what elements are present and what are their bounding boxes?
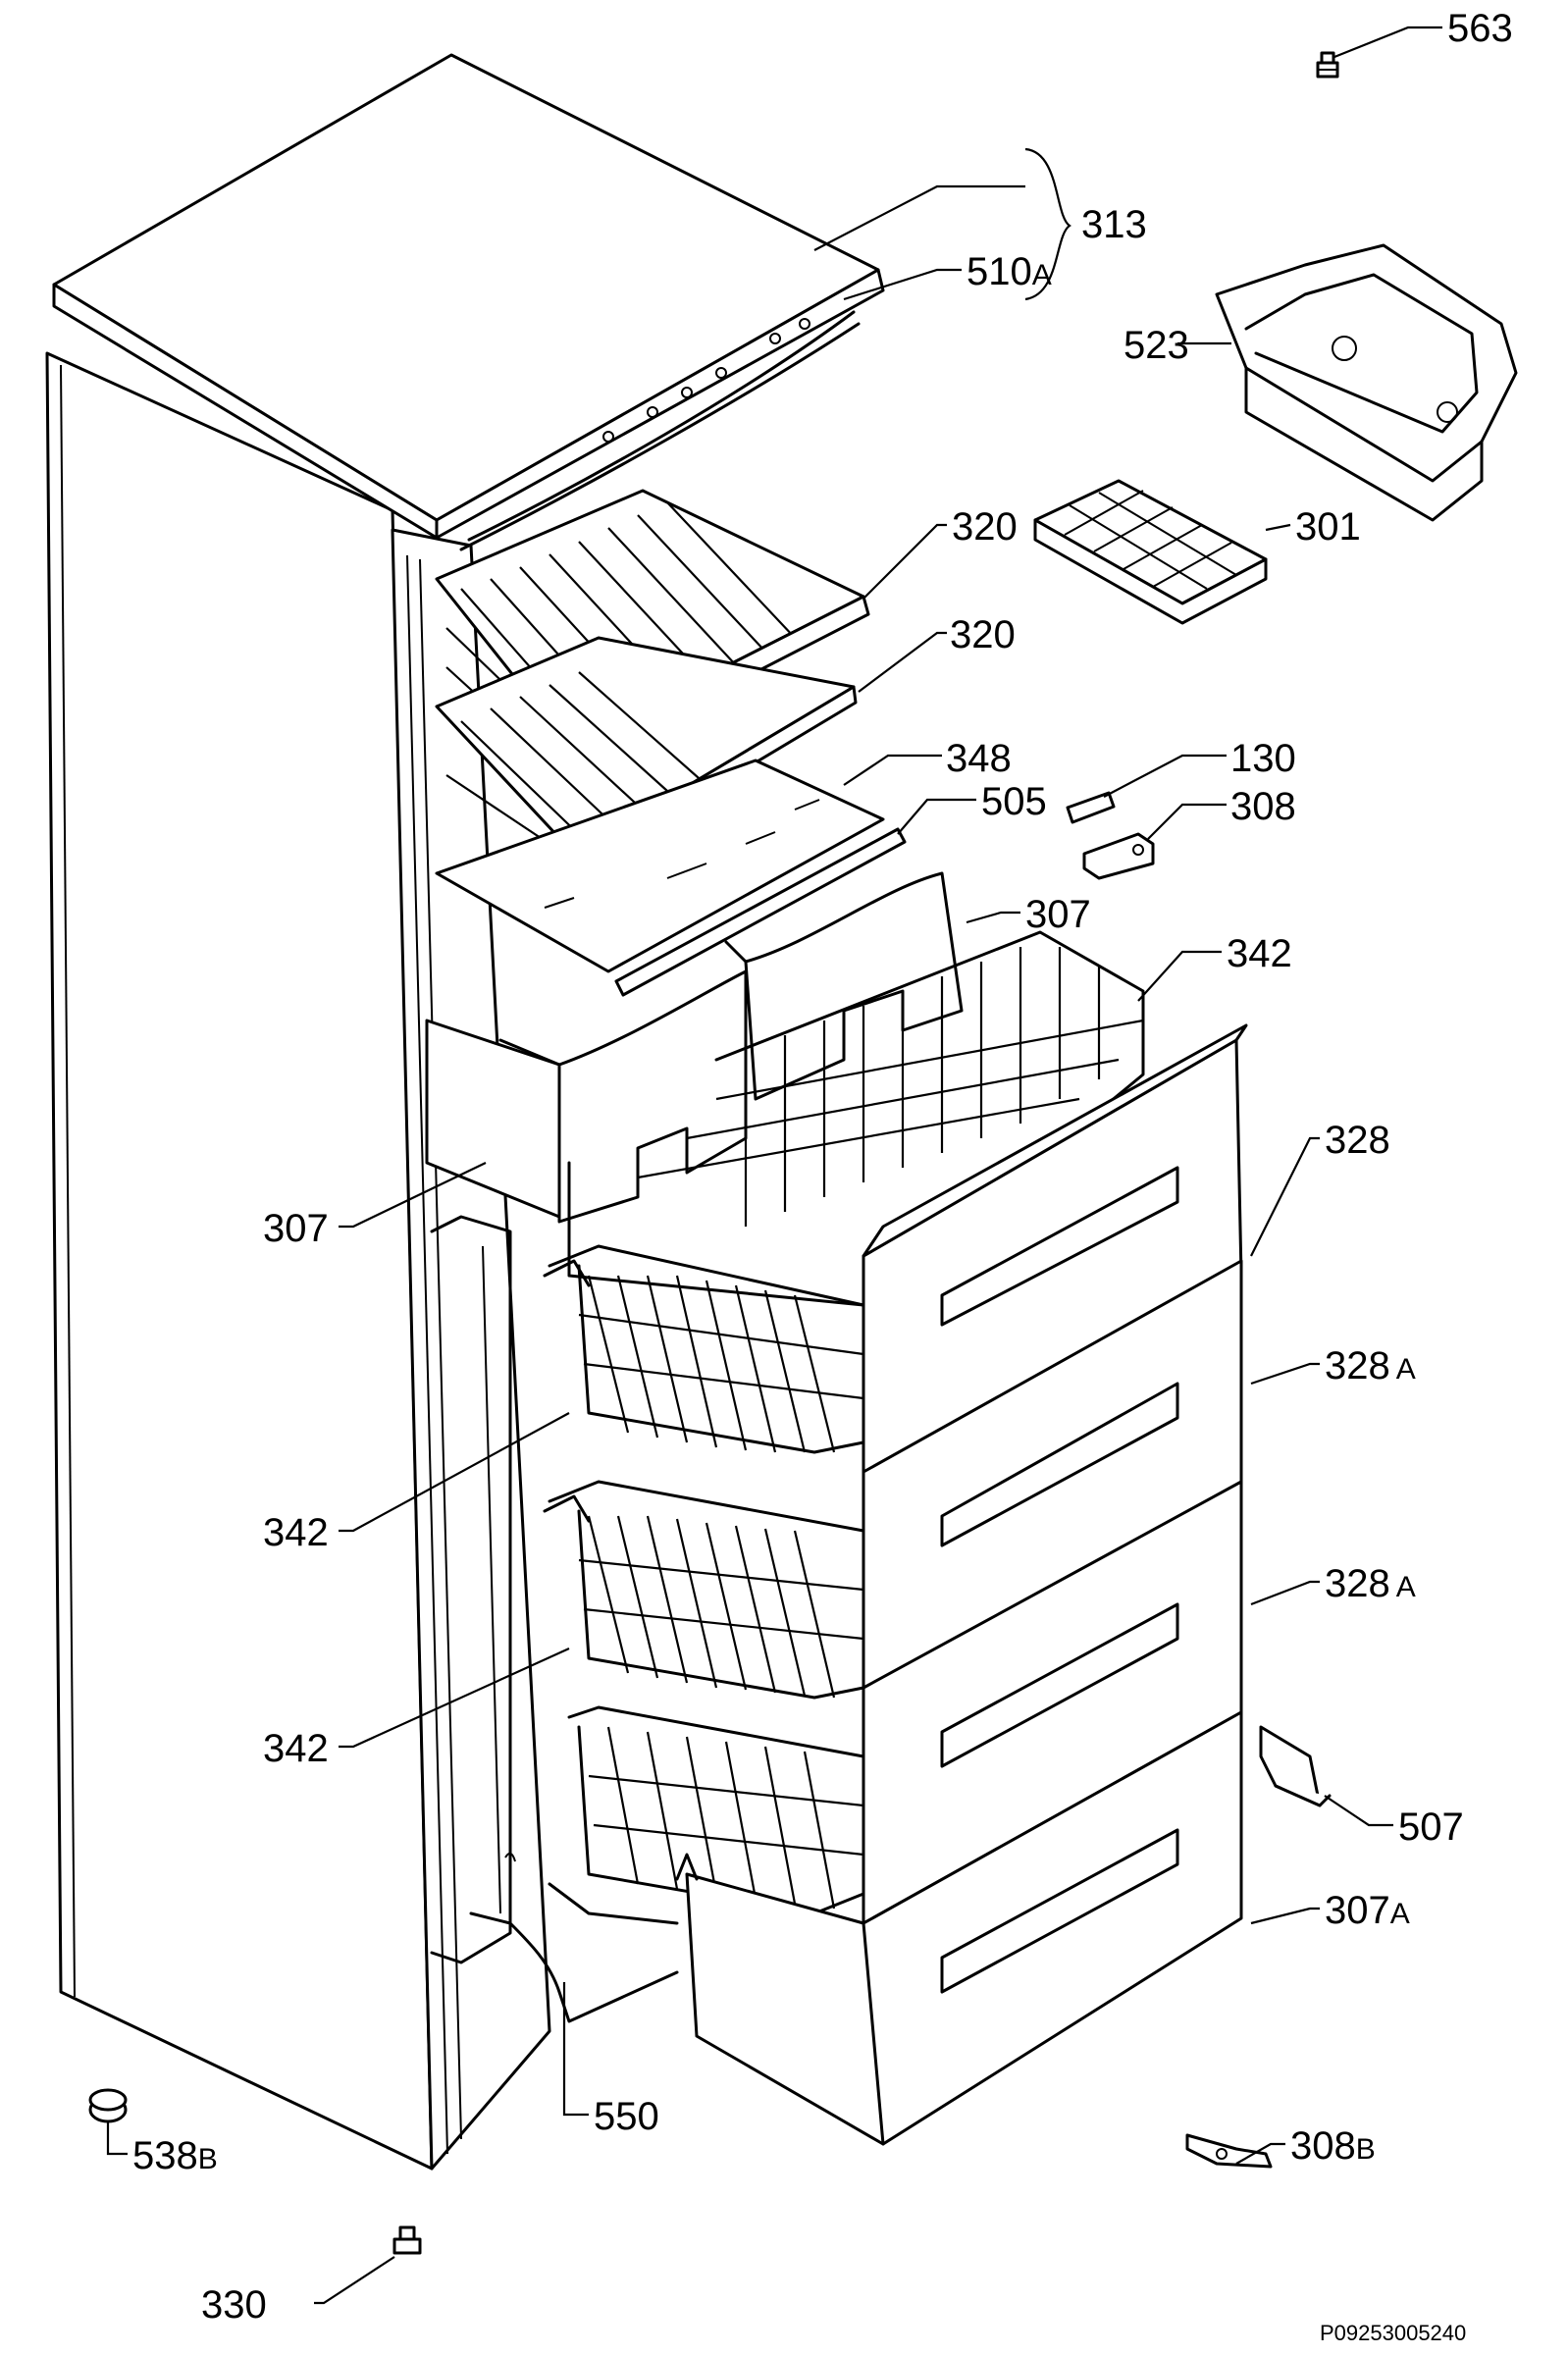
shelf-front-strip (614, 827, 907, 997)
wire-basket-top (567, 930, 1145, 1307)
ice-tray-301 (1033, 479, 1268, 625)
part-label: 538B (132, 2134, 218, 2177)
wire-basket-lower (543, 1480, 865, 1700)
part-label: 507 (1398, 1806, 1464, 1849)
part-label: 342 (263, 1511, 329, 1554)
part-labels: 563 313 510A 523 320 301 320 348 130 505… (132, 7, 1513, 2345)
clip-130 (1066, 791, 1116, 824)
part-label: 313 (1081, 203, 1147, 246)
top-cover (52, 53, 885, 551)
part-label: 308 (1230, 785, 1296, 828)
part-label: 308B (1290, 2124, 1376, 2168)
drawer-front-328 (862, 1023, 1248, 1489)
hinge-308 (1082, 832, 1155, 880)
part-label: 523 (1124, 324, 1189, 367)
ice-container-523 (1215, 243, 1518, 522)
part-label: 307 (263, 1207, 329, 1250)
part-label: 320 (952, 505, 1018, 549)
foot-538b (88, 2088, 128, 2123)
part-label: 130 (1230, 737, 1296, 780)
bracket-308b (1185, 2133, 1273, 2169)
small-drawer-left (425, 969, 748, 1224)
foot-screw-563 (1316, 51, 1339, 78)
leader-lines (106, 26, 1442, 2305)
cabinet-body (45, 351, 679, 2171)
part-label: 348 (946, 737, 1012, 780)
wire-basket-middle (543, 1244, 865, 1454)
part-label: 328 (1325, 1119, 1390, 1162)
part-label: 342 (263, 1727, 329, 1770)
drawing-code: P09253005240 (1320, 2321, 1466, 2345)
part-label: 320 (950, 613, 1016, 656)
part-label: 307A (1325, 1889, 1410, 1932)
part-label: 563 (1447, 7, 1513, 50)
foot-330 (392, 2225, 422, 2255)
glass-shelf (435, 759, 885, 973)
drawer-307a (675, 1710, 1243, 2146)
part-label: 330 (201, 2283, 267, 2327)
part-label: 307 (1025, 893, 1091, 936)
part-label: 510A (967, 250, 1052, 293)
part-label: 505 (981, 780, 1047, 823)
part-label: 550 (594, 2095, 659, 2138)
control-panel-holes (602, 318, 810, 443)
part-label: 301 (1295, 505, 1361, 549)
part-label: 342 (1227, 932, 1292, 975)
flap-507 (1259, 1725, 1332, 1807)
